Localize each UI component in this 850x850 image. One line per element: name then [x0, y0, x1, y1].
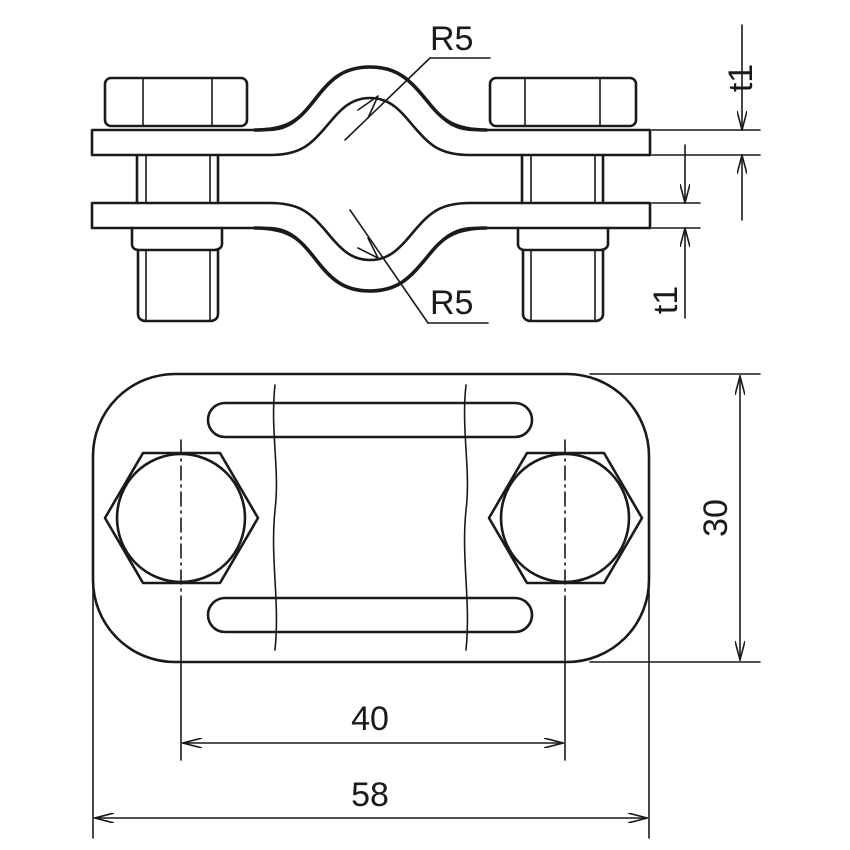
lower-slot	[206, 596, 534, 634]
height-dimension: 30	[697, 376, 740, 660]
height-label: 30	[697, 499, 735, 537]
radius-top-label: R5	[430, 20, 473, 58]
right-thread	[521, 248, 605, 323]
right-nut	[516, 226, 610, 252]
upper-slot	[206, 401, 534, 439]
overall-length-dimension: 58	[95, 776, 647, 818]
thickness-top-dimension: t1	[651, 24, 761, 221]
thickness-top-label: t1	[722, 64, 760, 92]
left-bolt-shank	[135, 153, 220, 205]
radius-top-callout: R5	[344, 20, 491, 141]
left-nut	[130, 226, 224, 252]
thickness-bottom-label: t1	[647, 286, 685, 314]
side-view: R5 R5 t1 t1	[90, 20, 761, 324]
left-thread	[136, 248, 220, 323]
left-bolt-head	[103, 76, 249, 128]
thickness-bottom-dimension: t1	[647, 144, 701, 319]
top-view: 30 40 58	[91, 372, 761, 839]
radius-bottom-callout: R5	[349, 209, 489, 324]
right-bolt-shank	[520, 153, 605, 205]
bolt-spacing-label: 40	[351, 700, 389, 738]
right-bolt-head	[488, 76, 638, 128]
overall-length-label: 58	[351, 776, 389, 814]
bolt-spacing-dimension: 40	[183, 700, 563, 743]
lower-plate	[90, 201, 652, 293]
radius-bottom-label: R5	[430, 284, 473, 322]
base-plate-outline	[91, 372, 651, 664]
